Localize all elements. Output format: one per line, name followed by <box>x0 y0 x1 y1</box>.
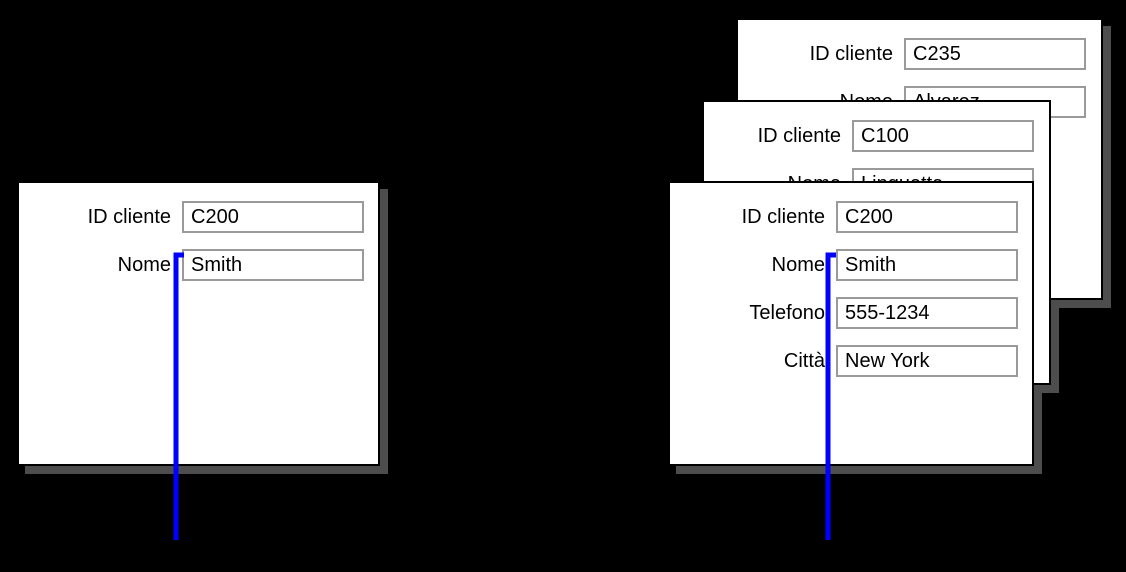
field-value-nome: Smith <box>845 254 897 276</box>
field-label-telefono: Telefono <box>749 302 825 324</box>
field-input-telefono[interactable]: 555-1234 <box>836 297 1018 329</box>
field-row-telefono: Telefono 555-1234 <box>670 297 1018 329</box>
field-value-telefono: 555-1234 <box>845 302 930 324</box>
field-row-id-cliente: ID cliente C235 <box>738 38 1086 70</box>
field-value-citta: New York <box>845 350 930 372</box>
field-label-id-cliente: ID cliente <box>809 43 893 65</box>
field-row-id-cliente: ID cliente C200 <box>19 201 364 233</box>
field-value-id-cliente: C200 <box>845 206 893 228</box>
field-input-nome[interactable]: Smith <box>182 249 364 281</box>
field-row-citta: Città New York <box>670 345 1018 377</box>
field-value-nome: Smith <box>191 254 243 276</box>
field-value-id-cliente: C100 <box>861 125 909 147</box>
field-label-id-cliente: ID cliente <box>741 206 825 228</box>
field-label-nome: Nome <box>771 254 825 276</box>
field-input-id-cliente[interactable]: C200 <box>836 201 1018 233</box>
field-input-citta[interactable]: New York <box>836 345 1018 377</box>
field-value-id-cliente: C200 <box>191 206 239 228</box>
field-row-nome: Nome Smith <box>19 249 364 281</box>
field-label-id-cliente: ID cliente <box>87 206 171 228</box>
field-label-citta: Città <box>783 350 825 372</box>
source-record-card[interactable]: ID cliente C200 Nome Smith <box>17 181 380 466</box>
field-label-nome: Nome <box>117 254 171 276</box>
field-input-id-cliente[interactable]: C235 <box>904 38 1086 70</box>
field-row-id-cliente: ID cliente C100 <box>704 120 1034 152</box>
field-input-id-cliente[interactable]: C100 <box>852 120 1034 152</box>
field-row-nome: Nome Smith <box>670 249 1018 281</box>
field-input-nome[interactable]: Smith <box>836 249 1018 281</box>
front-card-smith[interactable]: ID cliente C200 Nome Smith Telefono 555-… <box>668 181 1034 466</box>
field-row-id-cliente: ID cliente C200 <box>670 201 1018 233</box>
field-value-id-cliente: C235 <box>913 43 961 65</box>
field-label-id-cliente: ID cliente <box>757 125 841 147</box>
field-input-id-cliente[interactable]: C200 <box>182 201 364 233</box>
